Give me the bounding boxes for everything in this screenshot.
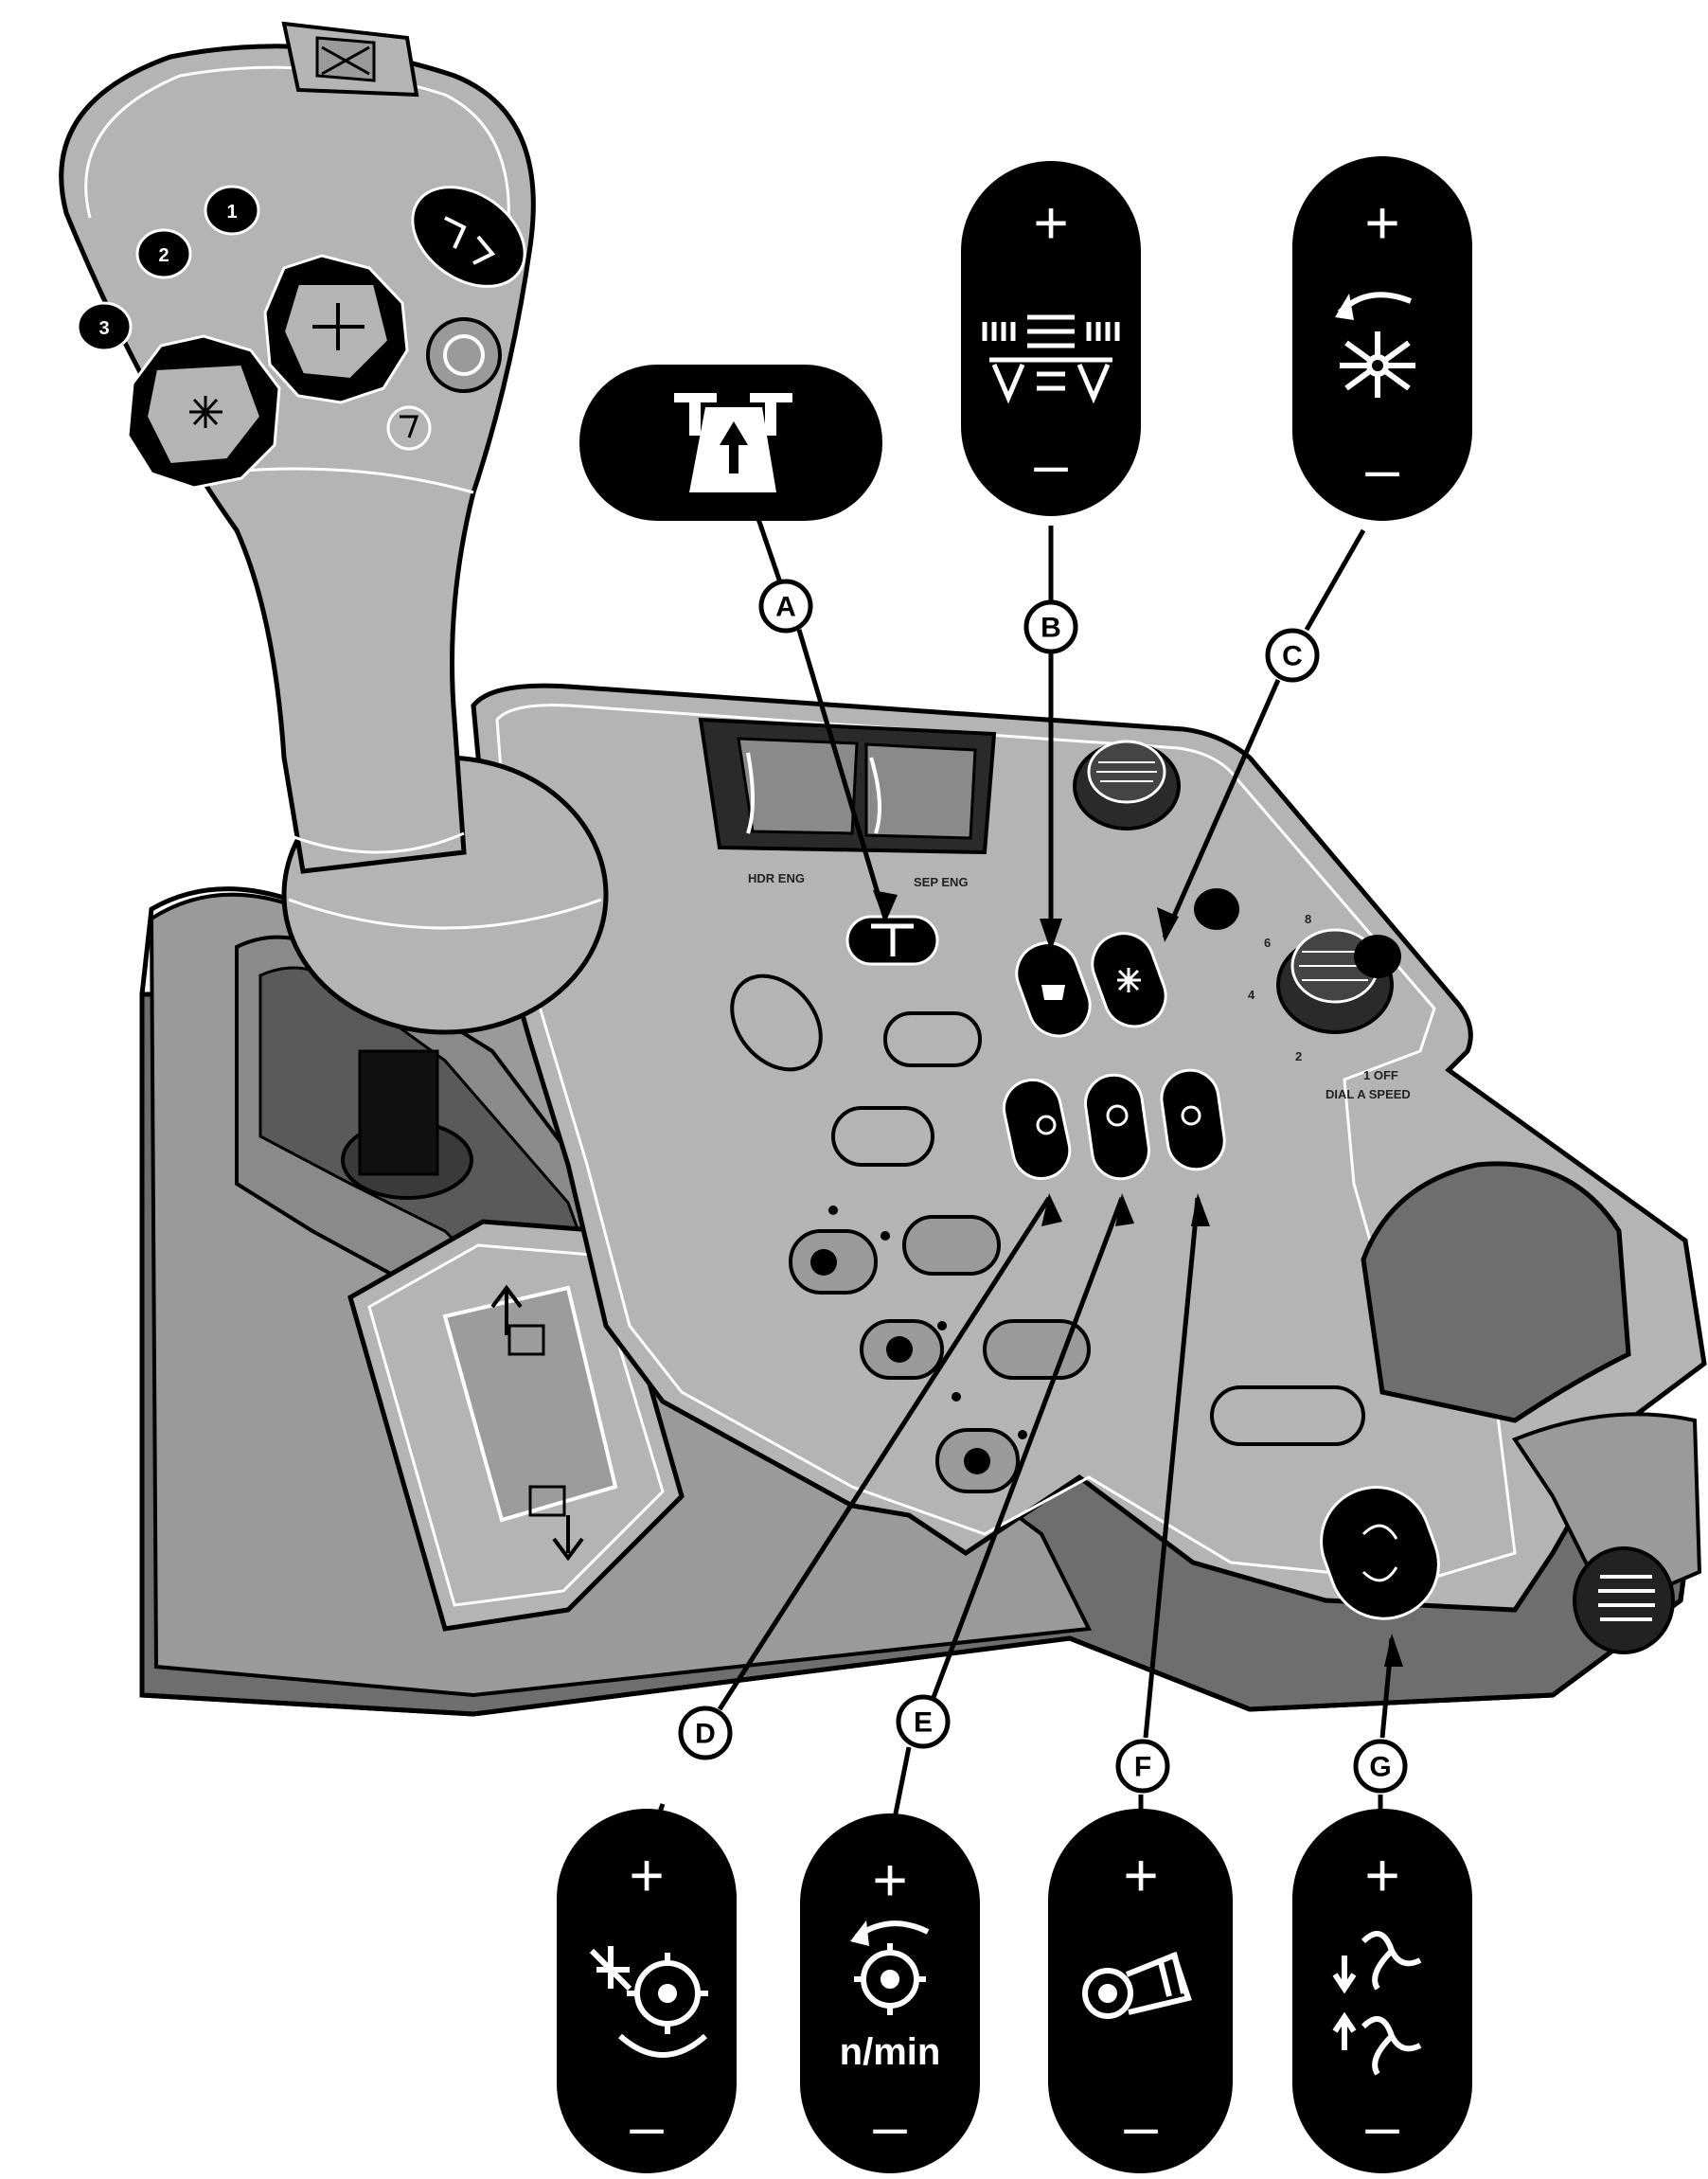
minus-label: – xyxy=(1365,2092,1399,2160)
enlarged-rocker-g-spreader: + – xyxy=(1292,1809,1472,2173)
dial-a-speed-knob[interactable] xyxy=(1276,928,1401,1034)
arrowheads xyxy=(873,890,1403,1667)
rotary-knob-upper[interactable] xyxy=(1073,740,1181,831)
callout-letter: E xyxy=(914,1707,933,1739)
plus-label: + xyxy=(629,1841,664,1909)
callout-B: B xyxy=(1023,599,1078,654)
joystick-hat-reel[interactable] xyxy=(126,334,281,490)
multifunction-joystick[interactable]: 1 2 3 xyxy=(59,21,609,1035)
blank-panel-buttons xyxy=(714,958,1365,1446)
callout-letter: G xyxy=(1369,1752,1391,1783)
panel-rocker-d[interactable] xyxy=(999,1075,1076,1184)
plus-label: + xyxy=(872,1846,907,1914)
reel-position-icon xyxy=(982,314,1120,404)
dial-scale: 2 4 6 8 1 OFF DIAL A SPEED xyxy=(1248,912,1411,1101)
joystick-round-button[interactable] xyxy=(426,317,502,393)
enlarged-rocker-c-reel-speed: + – xyxy=(1292,156,1472,521)
joystick-number: 1 xyxy=(226,202,237,223)
mode-selector-plate xyxy=(347,1219,685,1632)
joystick-hat-header[interactable] xyxy=(263,254,409,404)
plus-label: + xyxy=(1123,1841,1158,1909)
spreader-icon xyxy=(1332,1931,1422,2076)
dial-off-label: 1 OFF xyxy=(1363,1068,1398,1082)
dial-number: 4 xyxy=(1248,988,1255,1002)
panel-rocker-e[interactable] xyxy=(1082,1071,1153,1182)
rotor-unit-label: n/min xyxy=(840,2031,941,2073)
panel-rocker-g[interactable] xyxy=(1306,1472,1453,1634)
dial-number: 2 xyxy=(1295,1049,1302,1063)
blank-button[interactable] xyxy=(1210,1385,1365,1446)
enlarged-button-a-auto-header xyxy=(579,365,882,521)
dial-number: 6 xyxy=(1264,936,1271,950)
joystick-number: 3 xyxy=(98,318,109,339)
preset-button[interactable] xyxy=(902,1215,1001,1276)
callout-letter: F xyxy=(1134,1752,1151,1783)
callout-F: F xyxy=(1115,1739,1170,1794)
reel-speed-icon xyxy=(1335,292,1415,398)
panel-rocker-b[interactable] xyxy=(1008,935,1098,1045)
enlarged-rocker-b-reel-position: + – xyxy=(961,161,1141,516)
panel-rocker-c[interactable] xyxy=(1084,925,1174,1035)
speed-preset-buttons xyxy=(789,1206,1091,1493)
preset-button[interactable] xyxy=(983,1319,1091,1380)
blank-button[interactable] xyxy=(883,1011,982,1067)
minus-label: – xyxy=(1365,435,1399,503)
indicator-light xyxy=(1194,888,1239,930)
plus-label: + xyxy=(1364,1841,1399,1909)
plus-label: + xyxy=(1364,188,1399,257)
rotor-speed-icon xyxy=(850,1920,930,2015)
cleaning-fan-icon xyxy=(1082,1952,1192,2019)
callout-D: D xyxy=(678,1706,733,1760)
callout-letter: B xyxy=(1041,613,1061,644)
enlarged-rocker-f-fan-speed: + – xyxy=(1048,1809,1233,2173)
callout-C: C xyxy=(1265,628,1320,683)
joystick-button-2[interactable]: 2 xyxy=(135,228,192,279)
minus-label: – xyxy=(630,2092,664,2160)
minus-label: – xyxy=(1124,2092,1158,2160)
minus-label: – xyxy=(1034,430,1068,498)
joystick-button-1[interactable]: 1 xyxy=(204,185,260,236)
enlarged-rocker-e-rotor-speed: + – n/min xyxy=(800,1813,980,2173)
panel-button-a[interactable] xyxy=(845,915,939,966)
enlarged-rocker-d-concave: + – xyxy=(557,1809,737,2173)
hdr-eng-label: HDR ENG xyxy=(748,871,805,885)
dial-a-speed-label: DIAL A SPEED xyxy=(1325,1087,1411,1101)
joystick-unload-rocker[interactable] xyxy=(394,167,543,307)
dial-number: 8 xyxy=(1305,912,1311,926)
sep-eng-label: SEP ENG xyxy=(914,875,969,889)
joystick-small-icon xyxy=(386,405,432,451)
blank-button[interactable] xyxy=(831,1106,934,1167)
callout-letter: C xyxy=(1282,641,1303,672)
callout-G: G xyxy=(1353,1739,1408,1794)
leader-lines xyxy=(641,515,1395,1857)
joystick-number: 2 xyxy=(158,245,169,266)
concave-icon xyxy=(589,1946,708,2058)
panel-rocker-f[interactable] xyxy=(1158,1066,1228,1172)
callout-E: E xyxy=(896,1694,951,1749)
blank-button[interactable] xyxy=(714,958,839,1087)
edge-lever[interactable] xyxy=(1573,1546,1675,1654)
plus-label: + xyxy=(1033,188,1068,257)
callout-letter: A xyxy=(775,592,796,623)
callout-A: A xyxy=(758,579,813,634)
joystick-button-3[interactable]: 3 xyxy=(76,301,133,352)
callout-letter: D xyxy=(695,1719,716,1750)
minus-label: – xyxy=(873,2092,907,2160)
